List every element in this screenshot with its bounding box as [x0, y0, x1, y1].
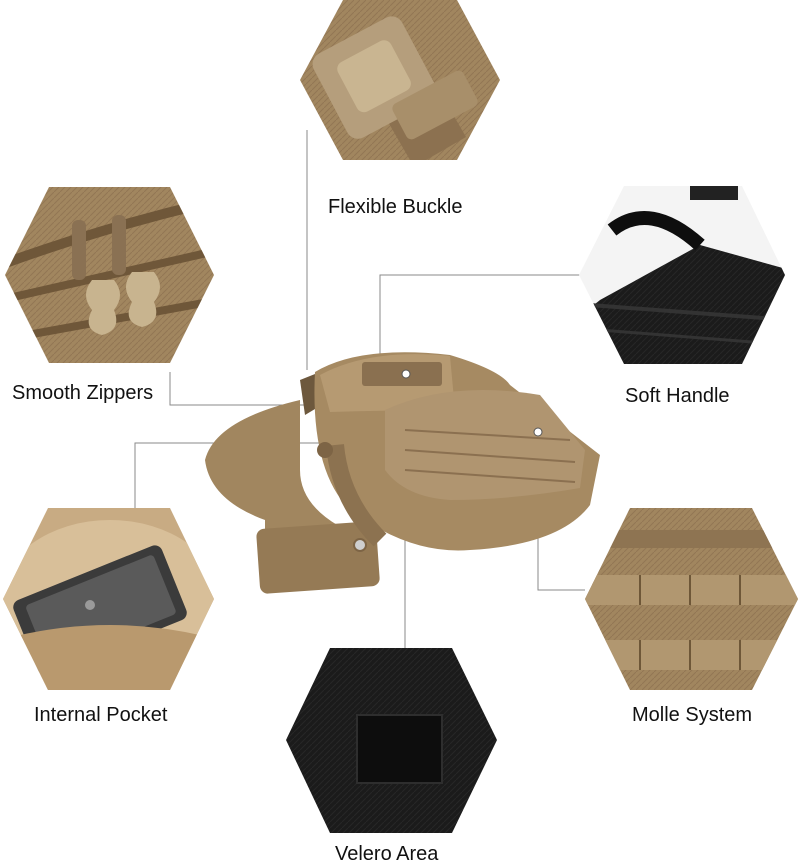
feature-label-molle-system: Molle System: [632, 704, 753, 726]
feature-image-zippers: [5, 187, 214, 363]
feature-label-smooth-zippers: Smooth Zippers: [12, 382, 154, 404]
feature-label-soft-handle: Soft Handle: [625, 385, 730, 407]
leader-line-zippers: [169, 372, 310, 406]
feature-image-molle: [585, 508, 798, 690]
sling-bag-product: [205, 352, 600, 594]
feature-label-flexible-buckle: Flexible Buckle: [328, 196, 463, 218]
feature-label-velero-area: Velero Area: [335, 843, 439, 865]
feature-label-internal-pocket: Internal Pocket: [34, 704, 168, 726]
feature-image-handle: [579, 186, 785, 364]
feature-image-buckle: [300, 0, 500, 160]
feature-image-pocket: [3, 508, 214, 690]
leader-line-handle: [379, 274, 597, 360]
feature-image-velcro: [286, 648, 497, 833]
